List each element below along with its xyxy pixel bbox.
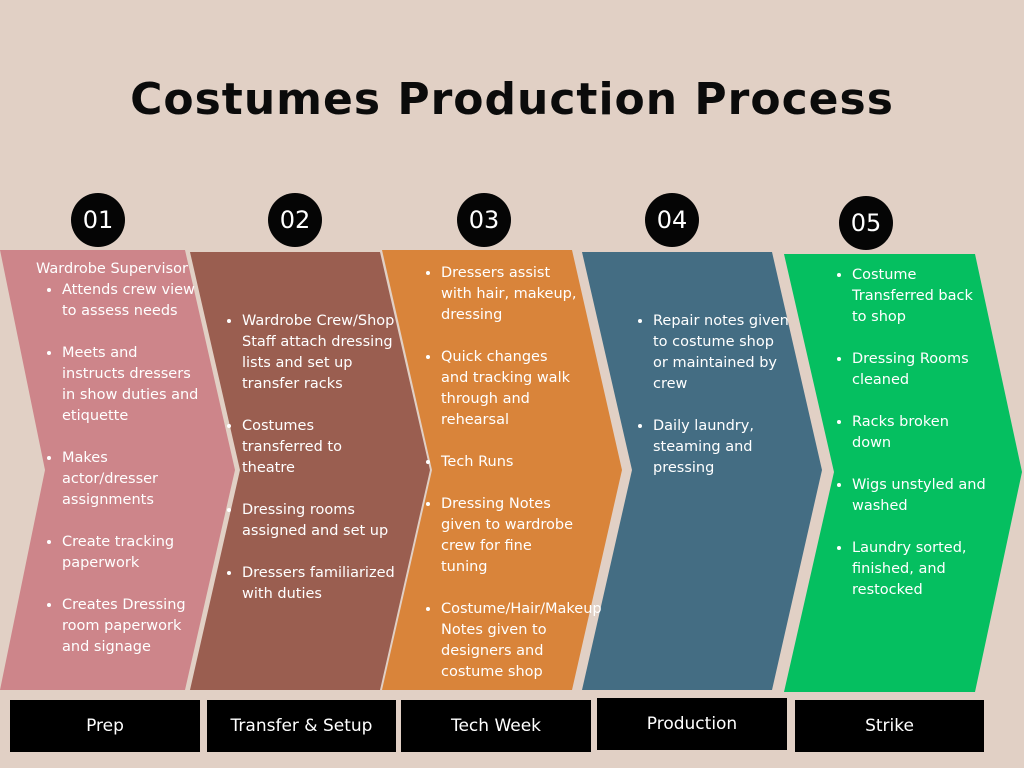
list-item: Quick changes and tracking walk through …: [441, 347, 579, 431]
list-item: Tech Runs: [441, 452, 579, 473]
step-number-3: 03: [457, 193, 511, 247]
list-item: Wigs unstyled and washed: [852, 475, 990, 517]
list-item: Costume/Hair/Makeup Notes given to desig…: [441, 599, 602, 683]
list-item: Dressers familiarized with duties: [242, 563, 395, 605]
list-item: Makes actor/dresser assignments: [62, 448, 201, 511]
step-number-5: 05: [839, 196, 893, 250]
step-number-1: 01: [71, 193, 125, 247]
chevron-transfer: [190, 252, 430, 690]
list-item: Dressing rooms assigned and set up: [242, 500, 395, 542]
list-item: Costumes transferred to theatre: [242, 416, 395, 479]
list-item: Laundry sorted, finished, and restocked: [852, 538, 990, 601]
step-number-4: 04: [645, 193, 699, 247]
step-1-heading: Wardrobe Supervisor: [36, 261, 188, 277]
step-1-content: Wardrobe Supervisor Attends crew view to…: [36, 259, 201, 679]
stage-label-transfer: Transfer & Setup: [207, 700, 396, 752]
chevron-strike: [784, 254, 1022, 692]
list-item: Attends crew view to assess needs: [62, 280, 201, 322]
stage-label-production: Production: [597, 698, 787, 750]
list-item: Costume Transferred back to shop: [852, 265, 990, 328]
list-item: Dressers assist with hair, makeup, dress…: [441, 263, 579, 326]
chevron-production: [582, 252, 822, 690]
step-number-2: 02: [268, 193, 322, 247]
chevron-tech: [382, 250, 622, 690]
list-item: Create tracking paperwork: [62, 532, 201, 574]
chevron-prep: [0, 250, 235, 690]
step-3-content: Dressers assist with hair, makeup, dress…: [419, 263, 602, 704]
step-4-content: Repair notes given to costume shop or ma…: [631, 311, 791, 500]
page-title: Costumes Production Process: [130, 74, 894, 125]
step-2-content: Wardrobe Crew/Shop Staff attach dressing…: [220, 311, 395, 626]
step-5-content: Costume Transferred back to shop Dressin…: [830, 265, 990, 622]
stage-label-prep: Prep: [10, 700, 200, 752]
stage-label-strike: Strike: [795, 700, 984, 752]
list-item: Daily laundry, steaming and pressing: [653, 416, 791, 479]
list-item: Wardrobe Crew/Shop Staff attach dressing…: [242, 311, 395, 395]
list-item: Racks broken down: [852, 412, 990, 454]
list-item: Dressing Rooms cleaned: [852, 349, 990, 391]
stage-label-tech: Tech Week: [401, 700, 591, 752]
list-item: Meets and instructs dressers in show dut…: [62, 343, 201, 427]
list-item: Creates Dressing room paperwork and sign…: [62, 595, 201, 658]
list-item: Dressing Notes given to wardrobe crew fo…: [441, 494, 579, 578]
list-item: Repair notes given to costume shop or ma…: [653, 311, 791, 395]
